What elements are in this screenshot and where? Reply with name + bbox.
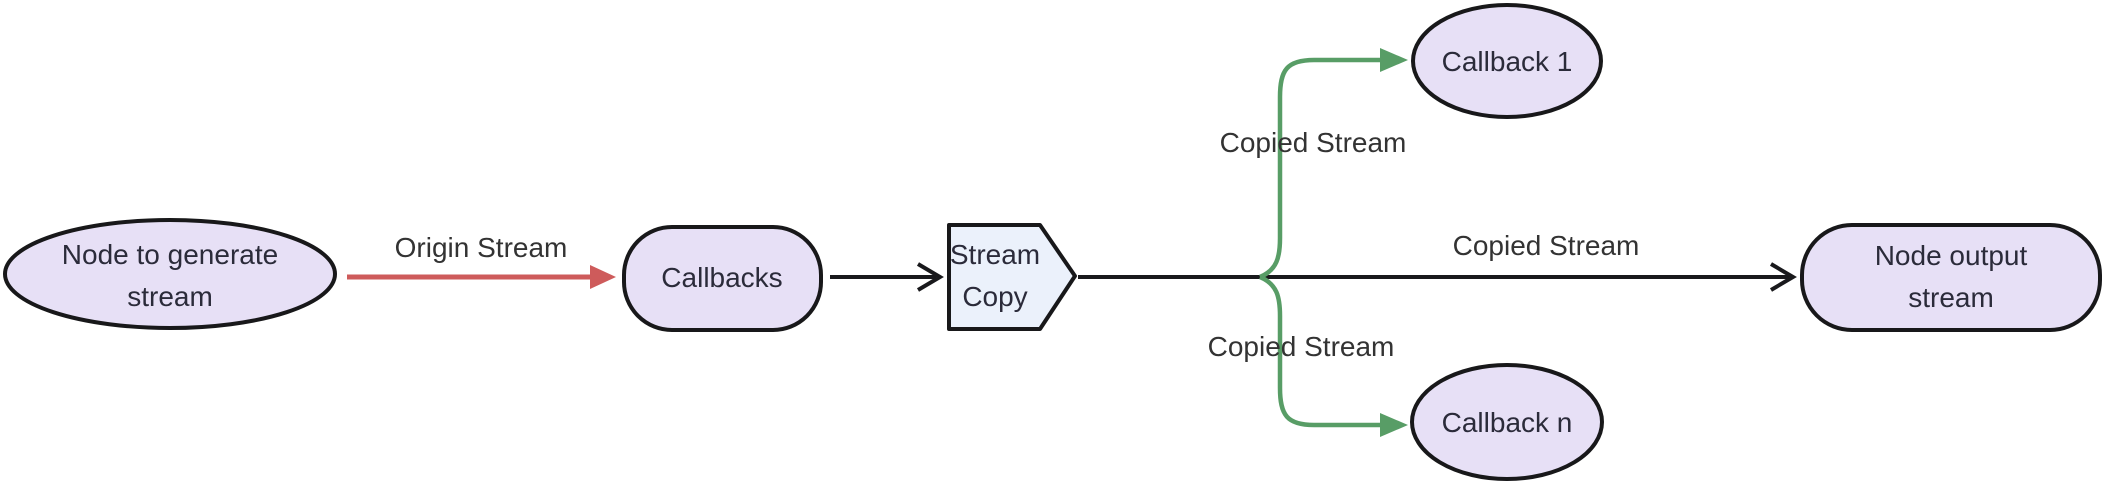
node-callback-n-ellipse — [1410, 363, 1604, 481]
edge-origin-stream-arrowhead — [590, 265, 616, 289]
node-generate-ellipse — [3, 218, 337, 330]
edge-copied-main-arrowhead — [1769, 262, 1797, 292]
edge-copied-bottom-line — [1259, 274, 1381, 428]
edge-copied-bottom-arrowhead — [1380, 413, 1408, 437]
edge-callbacks-to-copy-arrowhead — [916, 262, 944, 292]
edge-copied-top-arrowhead — [1380, 48, 1408, 72]
edge-copied-top-line — [1259, 57, 1381, 280]
node-output-stadium — [1800, 223, 2102, 332]
node-callbacks-stadium — [622, 225, 823, 332]
node-callback-1-ellipse — [1411, 3, 1603, 119]
node-stream-copy-pentagon — [947, 223, 1077, 331]
